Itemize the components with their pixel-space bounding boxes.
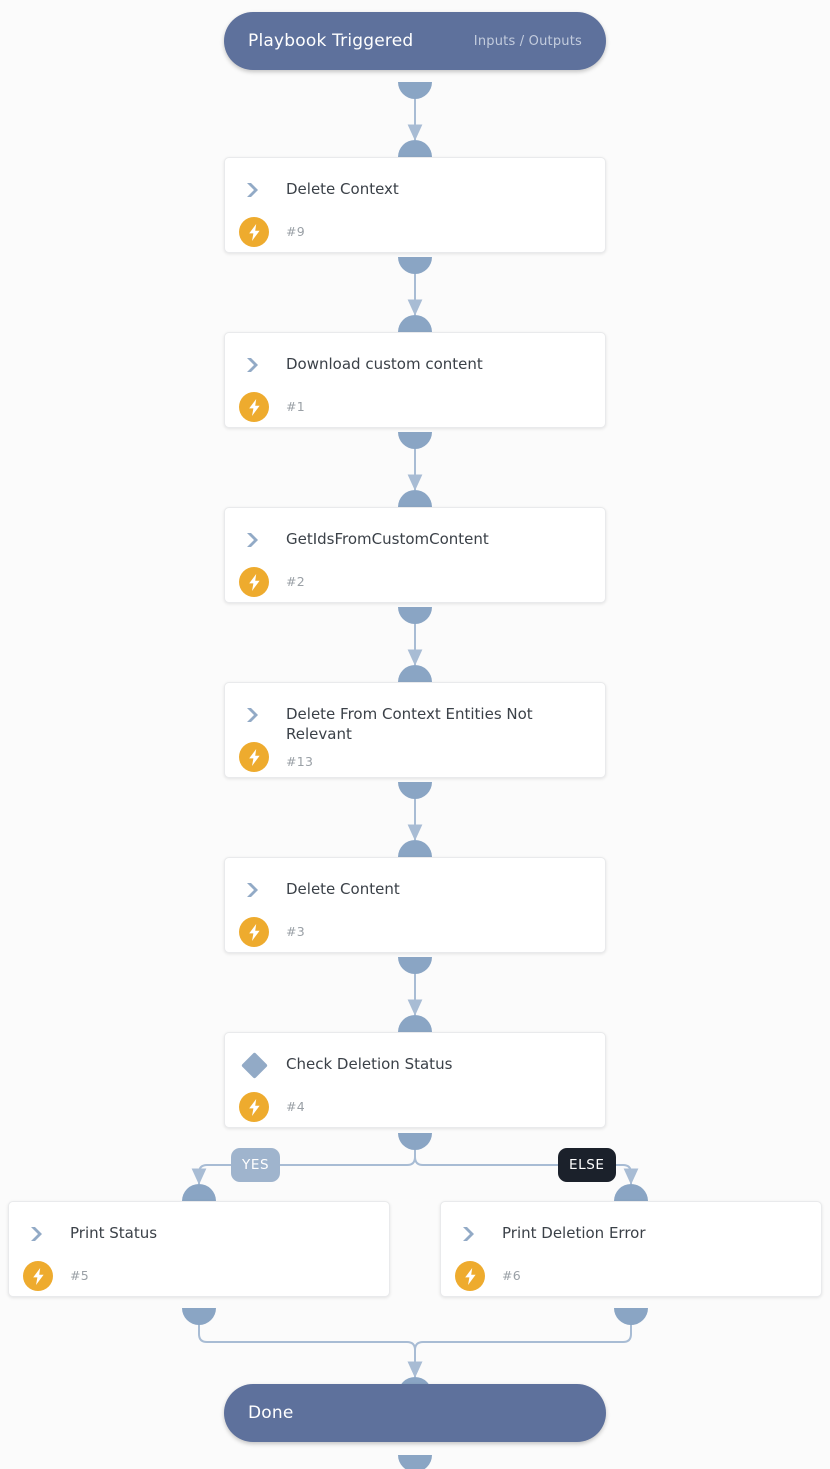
task-node-delete-content[interactable]: Delete Content #3 (224, 857, 606, 953)
task-node-getidsfromcustomcontent[interactable]: GetIdsFromCustomContent #2 (224, 507, 606, 603)
task-node-delete-from-context-entities-not-relevant[interactable]: Delete From Context Entities Not Relevan… (224, 682, 606, 778)
chevron-right-icon (240, 355, 268, 375)
automation-bolt-icon (455, 1261, 485, 1291)
automation-bolt-icon (239, 392, 269, 422)
end-node-done[interactable]: Done (224, 1384, 606, 1442)
start-node-title: Playbook Triggered (248, 31, 414, 51)
chevron-right-icon (240, 530, 268, 550)
automation-bolt-icon (239, 567, 269, 597)
automation-bolt-icon (239, 742, 269, 772)
end-node-title: Done (248, 1403, 294, 1423)
branch-label-else[interactable]: ELSE (558, 1148, 616, 1182)
chevron-right-icon (456, 1224, 484, 1244)
automation-bolt-icon (23, 1261, 53, 1291)
branch-label-yes[interactable]: YES (231, 1148, 281, 1182)
task-node-number: #13 (286, 754, 314, 769)
diamond-icon (240, 1051, 268, 1079)
start-node-playbook-triggered[interactable]: Playbook Triggered Inputs / Outputs (224, 12, 606, 70)
start-node-inputs-outputs-label[interactable]: Inputs / Outputs (473, 33, 582, 49)
task-node-number: #5 (70, 1268, 90, 1283)
task-node-title: Download custom content (286, 355, 483, 373)
automation-bolt-icon (239, 917, 269, 947)
chevron-right-icon (24, 1224, 52, 1244)
task-node-number: #3 (286, 924, 306, 939)
condition-node-check-deletion-status[interactable]: Check Deletion Status #4 (224, 1032, 606, 1128)
chevron-right-icon (240, 880, 268, 900)
automation-bolt-icon (239, 217, 269, 247)
task-node-title: Delete Content (286, 880, 400, 898)
task-node-title: Delete Context (286, 180, 399, 198)
chevron-right-icon (240, 180, 268, 200)
task-node-title: Print Deletion Error (502, 1224, 646, 1242)
task-node-title: Delete From Context Entities Not Relevan… (286, 705, 533, 744)
task-node-download-custom-content[interactable]: Download custom content #1 (224, 332, 606, 428)
task-node-delete-context[interactable]: Delete Context #9 (224, 157, 606, 253)
task-node-number: #1 (286, 399, 306, 414)
task-node-title: Print Status (70, 1224, 158, 1242)
condition-node-number: #4 (286, 1099, 306, 1114)
task-node-print-deletion-error[interactable]: Print Deletion Error #6 (440, 1201, 822, 1297)
task-node-print-status[interactable]: Print Status #5 (8, 1201, 390, 1297)
task-node-number: #6 (502, 1268, 522, 1283)
task-node-number: #9 (286, 224, 306, 239)
task-node-title: GetIdsFromCustomContent (286, 530, 489, 548)
chevron-right-icon (240, 705, 268, 725)
automation-bolt-icon (239, 1092, 269, 1122)
condition-node-title: Check Deletion Status (286, 1055, 453, 1073)
task-node-number: #2 (286, 574, 306, 589)
